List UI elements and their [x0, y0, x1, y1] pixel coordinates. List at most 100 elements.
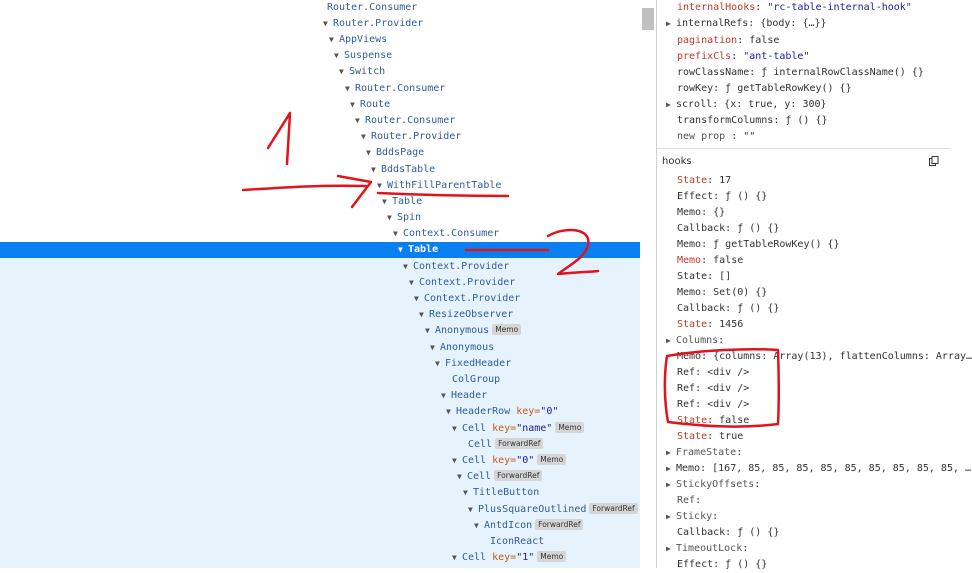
expand-triangle-icon[interactable]: ▶ [666, 19, 671, 28]
prop-row[interactable]: Memo: Set(0) {} [677, 285, 767, 301]
prop-row[interactable]: ▶scroll: {x: true, y: 300} [666, 97, 827, 113]
prop-row[interactable]: Memo: ƒ getTableRowKey() {} [677, 237, 840, 253]
prop-row[interactable]: Memo: {} [677, 205, 725, 221]
prop-row[interactable]: new prop : "" [677, 129, 755, 145]
expand-triangle-icon[interactable]: ▼ [355, 116, 360, 125]
tree-scrollbar-thumb[interactable] [642, 8, 654, 30]
prop-row[interactable]: prefixCls: "ant-table" [677, 49, 809, 65]
prop-row[interactable]: Ref: <div /> [677, 381, 749, 397]
prop-row[interactable]: Memo: false [677, 253, 743, 269]
tree-node[interactable]: ▼WithFillParentTable [377, 178, 501, 194]
tree-node[interactable]: ▼Anonymous [430, 340, 494, 356]
tree-node[interactable]: ▼Route [350, 97, 390, 113]
tree-node[interactable]: ▼Router.Consumer [355, 113, 455, 129]
tree-node[interactable]: Router.Consumer [327, 0, 417, 16]
expand-triangle-icon[interactable]: ▼ [371, 165, 376, 174]
prop-row[interactable]: Callback: ƒ () {} [677, 221, 779, 237]
tree-node[interactable]: ▼Router.Consumer [345, 81, 445, 97]
tree-node[interactable]: ▼Context.Provider [414, 291, 520, 307]
expand-triangle-icon[interactable]: ▶ [666, 100, 671, 109]
prop-row[interactable]: Ref: <div /> [677, 365, 749, 381]
prop-row[interactable]: Ref: [677, 493, 701, 509]
tree-node[interactable]: ColGroup [452, 372, 500, 388]
tree-node[interactable]: ▼Suspense [334, 48, 392, 64]
tree-node[interactable]: ▼Cell key="0"Memo [452, 453, 567, 469]
expand-triangle-icon[interactable]: ▼ [409, 278, 414, 287]
prop-row[interactable]: internalHooks: "rc-table-internal-hook" [677, 0, 912, 16]
expand-triangle-icon[interactable]: ▶ [666, 480, 671, 489]
expand-triangle-icon[interactable]: ▼ [452, 553, 457, 562]
prop-row[interactable]: State: true [677, 429, 743, 445]
prop-row[interactable]: Callback: ƒ () {} [677, 301, 779, 317]
prop-row[interactable]: ▶Columns: [666, 333, 724, 349]
prop-row[interactable]: State: [] [677, 269, 731, 285]
tree-node[interactable]: ▼Cell key="1"Memo [452, 550, 567, 566]
tree-node[interactable]: ▼ResizeObserver [419, 307, 513, 323]
tree-node[interactable]: ▼Context.Provider [403, 259, 509, 275]
prop-row[interactable]: ▶Sticky: [666, 509, 718, 525]
copy-icon[interactable] [929, 156, 939, 166]
expand-triangle-icon[interactable]: ▼ [382, 197, 387, 206]
prop-row[interactable]: Ref: <div /> [677, 397, 749, 413]
selected-tree-row[interactable] [0, 242, 640, 258]
tree-node[interactable]: ▼Header [441, 388, 487, 404]
prop-row[interactable]: rowClassName: ƒ internalRowClassName() {… [677, 65, 924, 81]
expand-triangle-icon[interactable]: ▼ [435, 359, 440, 368]
prop-row[interactable]: pagination: false [677, 33, 779, 49]
tree-node[interactable]: ▼AppViews [329, 32, 387, 48]
expand-triangle-icon[interactable]: ▼ [387, 213, 392, 222]
expand-triangle-icon[interactable]: ▼ [414, 294, 419, 303]
tree-node[interactable]: ▼BddsPage [366, 145, 424, 161]
expand-triangle-icon[interactable]: ▼ [452, 424, 457, 433]
tree-node[interactable]: ▼FixedHeader [435, 356, 511, 372]
expand-triangle-icon[interactable]: ▼ [398, 245, 403, 254]
expand-triangle-icon[interactable]: ▶ [666, 464, 671, 473]
prop-row[interactable]: Memo: {columns: Array(13), flattenColumn… [677, 349, 972, 365]
expand-triangle-icon[interactable]: ▼ [350, 100, 355, 109]
tree-node[interactable]: ▼Spin [387, 210, 421, 226]
expand-triangle-icon[interactable]: ▼ [345, 84, 350, 93]
tree-node[interactable]: ▼BddsTable [371, 162, 435, 178]
tree-node[interactable]: ▼Table [382, 194, 422, 210]
expand-triangle-icon[interactable]: ▼ [393, 229, 398, 238]
expand-triangle-icon[interactable]: ▼ [446, 407, 451, 416]
tree-node[interactable]: ▼Router.Provider [323, 16, 423, 32]
expand-triangle-icon[interactable]: ▶ [666, 512, 671, 521]
prop-row[interactable]: Effect: ƒ () {} [677, 557, 767, 573]
tree-node[interactable]: IconReact [490, 534, 544, 550]
prop-row[interactable]: State: 1456 [677, 317, 743, 333]
expand-triangle-icon[interactable]: ▶ [666, 544, 671, 553]
tree-scrollbar[interactable] [640, 0, 656, 568]
tree-node[interactable]: ▼Cell key="name"Memo [452, 421, 585, 437]
expand-triangle-icon[interactable]: ▼ [366, 148, 371, 157]
prop-row[interactable]: Callback: ƒ () {} [677, 525, 779, 541]
expand-triangle-icon[interactable]: ▼ [474, 521, 479, 530]
tree-node[interactable]: ▼TitleButton [463, 485, 539, 501]
expand-triangle-icon[interactable]: ▼ [425, 326, 430, 335]
tree-node[interactable]: ▼HeaderRow key="0" [446, 404, 558, 420]
expand-triangle-icon[interactable]: ▼ [463, 488, 468, 497]
expand-triangle-icon[interactable]: ▼ [457, 472, 462, 481]
expand-triangle-icon[interactable]: ▶ [666, 448, 671, 457]
prop-row[interactable]: Effect: ƒ () {} [677, 189, 767, 205]
expand-triangle-icon[interactable]: ▼ [323, 19, 328, 28]
expand-triangle-icon[interactable]: ▼ [468, 505, 473, 514]
tree-node[interactable]: ▼Context.Consumer [393, 226, 499, 242]
prop-row[interactable]: ▶Memo: [167, 85, 85, 85, 85, 85, 85, 85,… [666, 461, 971, 477]
expand-triangle-icon[interactable]: ▼ [403, 262, 408, 271]
tree-node[interactable]: ▼Switch [339, 64, 385, 80]
tree-node[interactable]: ▼Context.Provider [409, 275, 515, 291]
expand-triangle-icon[interactable]: ▶ [666, 336, 671, 345]
expand-triangle-icon[interactable]: ▼ [334, 51, 339, 60]
prop-row[interactable]: rowKey: ƒ getTableRowKey() {} [677, 81, 852, 97]
panel-divider[interactable] [656, 0, 657, 568]
expand-triangle-icon[interactable]: ▼ [361, 132, 366, 141]
expand-triangle-icon[interactable]: ▼ [329, 35, 334, 44]
prop-row[interactable]: ▶TimeoutLock: [666, 541, 748, 557]
expand-triangle-icon[interactable]: ▼ [452, 456, 457, 465]
prop-row[interactable]: transformColumns: ƒ () {} [677, 113, 828, 129]
